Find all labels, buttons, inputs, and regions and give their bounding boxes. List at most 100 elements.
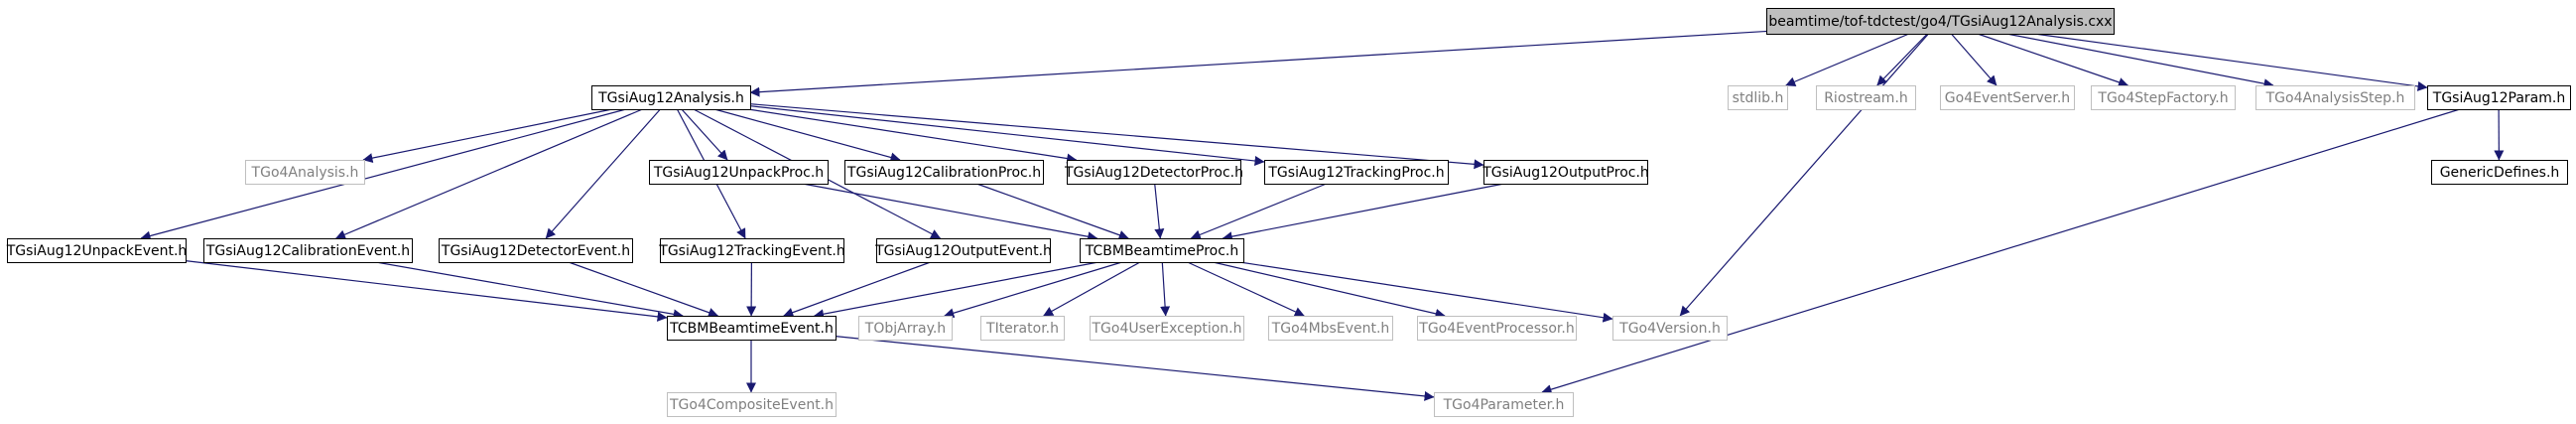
edge-root-to-go4evserver (1950, 33, 1997, 86)
node-stdlib: stdlib.h (1728, 85, 1788, 110)
node-calibev[interactable]: TGsiAug12CalibrationEvent.h (203, 238, 413, 263)
edge-detev-to-bmevent (568, 261, 718, 318)
node-label: TGsiAug12UnpackEvent.h (6, 243, 188, 259)
node-label: TGsiAug12DetectorEvent.h (441, 243, 630, 259)
node-go4version: TGo4Version.h (1612, 316, 1728, 341)
node-bmevent[interactable]: TCBMBeamtimeEvent.h (667, 316, 837, 341)
edge-bmproc-to-mbsevent (1187, 261, 1305, 317)
node-box (1434, 392, 1574, 417)
edge-root-to-riostream (1876, 33, 1928, 86)
node-unpackproc[interactable]: TGsiAug12UnpackProc.h (649, 160, 829, 185)
node-box (1080, 238, 1244, 263)
node-box (1417, 316, 1577, 341)
edge-ana_h-to-detev (545, 108, 661, 239)
node-trackev[interactable]: TGsiAug12TrackingEvent.h (658, 238, 845, 263)
node-label: TGo4EventProcessor.h (1418, 321, 1574, 337)
node-box (1090, 316, 1244, 341)
edge-ana_h-to-outproc (749, 103, 1484, 170)
edge-bmproc-to-tobjarray (944, 261, 1122, 319)
edge-bmproc-to-titerator (1043, 261, 1141, 317)
node-label: TGsiAug12DetectorProc.h (1064, 165, 1243, 181)
node-bmproc[interactable]: TCBMBeamtimeProc.h (1080, 238, 1244, 263)
node-label: TGsiAug12Param.h (2432, 90, 2565, 106)
node-box (7, 238, 187, 263)
node-calibproc[interactable]: TGsiAug12CalibrationProc.h (844, 160, 1044, 185)
edge-root-to-stepfactory (1977, 33, 2128, 87)
edge-root-to-stdlib (1785, 33, 1910, 86)
node-root: beamtime/tof-tdctest/go4/TGsiAug12Analys… (1766, 8, 2115, 35)
edge-unpackproc-to-bmproc (802, 183, 1098, 242)
node-outev[interactable]: TGsiAug12OutputEvent.h (874, 238, 1052, 263)
node-label: TGo4MbsEvent.h (1271, 321, 1390, 337)
node-stepfactory: TGo4StepFactory.h (2091, 85, 2236, 110)
node-mbsevent: TGo4MbsEvent.h (1268, 316, 1393, 341)
edges-layer (140, 30, 2505, 401)
edge-root-to-param_h (2034, 33, 2428, 91)
node-go4evserver: Go4EventServer.h (1940, 85, 2075, 110)
node-outproc[interactable]: TGsiAug12OutputProc.h (1481, 160, 1649, 185)
node-box (1067, 160, 1241, 185)
node-param_h[interactable]: TGsiAug12Param.h (2427, 85, 2571, 110)
edge-ana_h-to-calibproc (713, 108, 901, 163)
node-label: TGo4Version.h (1618, 321, 1721, 337)
node-box (1612, 316, 1728, 341)
node-label: TGsiAug12UnpackProc.h (653, 165, 824, 181)
node-label: TGsiAug12CalibrationProc.h (846, 165, 1041, 181)
node-label: TGo4CompositeEvent.h (669, 397, 834, 413)
node-genericdef[interactable]: GenericDefines.h (2431, 160, 2568, 185)
node-titerator: TIterator.h (980, 316, 1065, 341)
node-label: TGo4AnalysisStep.h (2265, 90, 2405, 106)
node-box (667, 392, 837, 417)
node-detev[interactable]: TGsiAug12DetectorEvent.h (439, 238, 633, 263)
edge-bmproc-to-userexc (1160, 261, 1171, 317)
node-label: TGsiAug12TrackingProc.h (1267, 165, 1444, 181)
edge-bmevent-to-go4param (835, 336, 1435, 401)
edge-detproc-to-bmproc (1154, 183, 1165, 239)
node-box (844, 160, 1044, 185)
node-label: TGsiAug12OutputEvent.h (874, 243, 1052, 259)
nodes-layer: beamtime/tof-tdctest/go4/TGsiAug12Analys… (6, 8, 2571, 417)
node-box (245, 160, 365, 185)
edge-outev-to-bmevent (783, 261, 931, 318)
node-box (2427, 85, 2571, 110)
edge-ana_h-to-go4analysis (362, 108, 613, 164)
node-box (2255, 85, 2415, 110)
node-box (439, 238, 633, 263)
edge-bmproc-to-bmevent (814, 261, 1099, 320)
node-label: TCBMBeamtimeEvent.h (669, 321, 834, 337)
node-unpackev[interactable]: TGsiAug12UnpackEvent.h (6, 238, 188, 263)
node-label: GenericDefines.h (2440, 165, 2560, 181)
node-label: TGo4StepFactory.h (2097, 90, 2228, 106)
node-box (1483, 160, 1648, 185)
node-box (667, 316, 837, 341)
edge-outproc-to-bmproc (1222, 183, 1504, 242)
node-label: TGsiAug12Analysis.h (597, 90, 744, 106)
edge-calibev-to-bmevent (375, 261, 684, 320)
node-evproc: TGo4EventProcessor.h (1417, 316, 1577, 341)
edge-ana_h-to-detproc (747, 108, 1078, 164)
node-box (591, 85, 751, 110)
node-box (858, 316, 953, 341)
node-label: Riostream.h (1824, 90, 1908, 106)
node-label: stdlib.h (1733, 90, 1784, 106)
node-anastep: TGo4AnalysisStep.h (2255, 85, 2415, 110)
node-label: TIterator.h (985, 321, 1059, 337)
node-label: TGo4UserException.h (1091, 321, 1241, 337)
node-label: TObjArray.h (864, 321, 946, 337)
node-go4param: TGo4Parameter.h (1434, 392, 1574, 417)
node-riostream: Riostream.h (1816, 85, 1916, 110)
node-label: TGsiAug12CalibrationEvent.h (205, 243, 410, 259)
node-trackproc[interactable]: TGsiAug12TrackingProc.h (1264, 160, 1449, 185)
node-box (876, 238, 1051, 263)
edge-bmproc-to-evproc (1213, 261, 1446, 319)
node-label: TGo4Analysis.h (251, 165, 359, 181)
edge-param_h-to-go4param (1541, 108, 2461, 394)
node-ana_h[interactable]: TGsiAug12Analysis.h (591, 85, 751, 110)
node-userexc: TGo4UserException.h (1090, 316, 1244, 341)
node-box (1940, 85, 2075, 110)
edge-root-to-ana_h (749, 30, 1767, 97)
node-detproc[interactable]: TGsiAug12DetectorProc.h (1064, 160, 1243, 185)
node-label: beamtime/tof-tdctest/go4/TGsiAug12Analys… (1768, 14, 2112, 30)
node-label: Go4EventServer.h (1945, 90, 2070, 106)
